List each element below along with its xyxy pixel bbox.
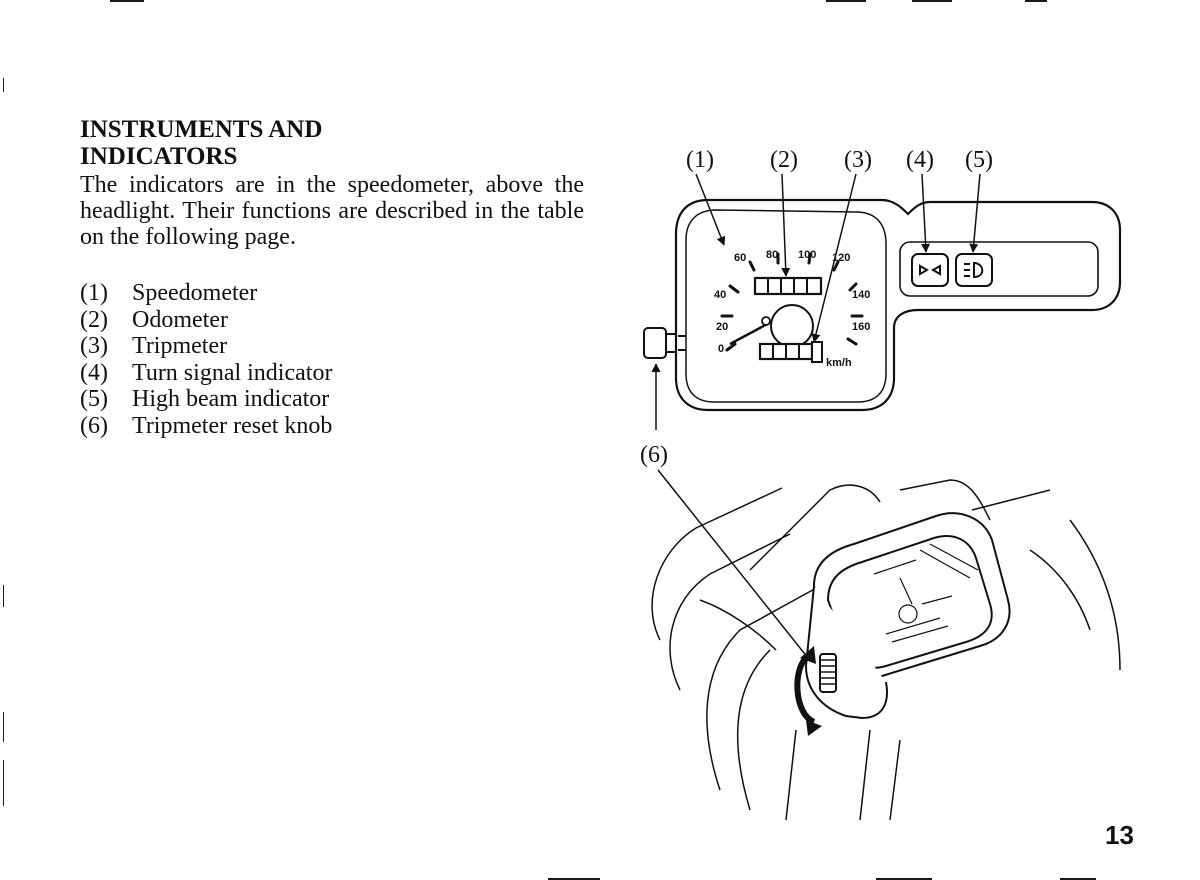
dial-unit: km/h bbox=[826, 357, 852, 369]
handlebar-view bbox=[651, 479, 1121, 820]
legend-list: (1) Speedometer (2) Odometer (3) Tripmeter … bbox=[80, 280, 332, 440]
callout-2: (2) bbox=[770, 147, 798, 173]
dial-mark-160: 160 bbox=[852, 321, 870, 333]
instrument-illustration: (1) (2) (3) (4) (5) (6) 0 20 bbox=[640, 147, 1122, 820]
section-title: INSTRUMENTS AND INDICATORS bbox=[80, 116, 322, 170]
legend-item: (3) Tripmeter bbox=[80, 333, 332, 360]
scan-mark bbox=[912, 0, 952, 2]
legend-number: (3) bbox=[80, 333, 108, 360]
scan-mark bbox=[1025, 0, 1047, 2]
dial-mark-120: 120 bbox=[832, 252, 850, 264]
reset-knob-closeup bbox=[794, 646, 837, 736]
legend-label: Odometer bbox=[132, 306, 228, 333]
scan-mark bbox=[3, 78, 4, 92]
scan-mark bbox=[3, 712, 4, 742]
legend-number: (2) bbox=[80, 306, 108, 333]
dial-mark-100: 100 bbox=[798, 249, 816, 261]
legend-number: (4) bbox=[80, 359, 108, 386]
tripmeter bbox=[758, 341, 823, 363]
legend-item: (6) Tripmeter reset knob bbox=[80, 413, 332, 440]
callout-5: (5) bbox=[965, 147, 993, 173]
callout-1: (1) bbox=[686, 147, 714, 173]
scan-mark bbox=[3, 760, 4, 806]
dial-mark-20: 20 bbox=[716, 321, 728, 333]
legend-number: (5) bbox=[80, 386, 108, 413]
speedometer-ticks bbox=[720, 252, 864, 352]
instrument-housing bbox=[674, 198, 1122, 412]
dial-mark-40: 40 bbox=[714, 289, 726, 301]
scan-mark bbox=[110, 0, 144, 2]
legend-item: (4) Turn signal indicator bbox=[80, 360, 332, 387]
rotation-arrow-icon bbox=[794, 653, 816, 725]
reset-knob bbox=[643, 327, 686, 359]
callout-6: (6) bbox=[640, 442, 668, 468]
legend-number: (6) bbox=[80, 412, 108, 439]
scan-mark bbox=[3, 585, 4, 607]
turn-signal-indicator bbox=[911, 253, 949, 287]
legend-label: Tripmeter reset knob bbox=[132, 412, 333, 439]
legend-label: Speedometer bbox=[132, 280, 258, 306]
high-beam-icon bbox=[964, 261, 984, 279]
callout-3: (3) bbox=[844, 147, 872, 173]
legend-label: Turn signal indicator bbox=[132, 359, 333, 386]
dial-mark-60: 60 bbox=[734, 252, 746, 264]
pod-glass-detail bbox=[873, 543, 979, 643]
needle-pivot bbox=[761, 316, 771, 326]
scan-mark bbox=[826, 0, 866, 2]
section-title-line2: INDICATORS bbox=[80, 143, 238, 170]
needle-hub bbox=[770, 304, 814, 348]
dial-mark-80: 80 bbox=[766, 249, 778, 261]
scan-mark bbox=[548, 878, 600, 880]
speedometer: 0 20 40 60 80 100 120 140 160 km/h bbox=[714, 249, 870, 369]
scan-mark bbox=[1060, 878, 1096, 880]
leader-lines bbox=[651, 173, 981, 679]
page-number: 13 bbox=[1105, 820, 1134, 850]
legend-item: (2) Odometer bbox=[80, 307, 332, 334]
legend-number: (1) bbox=[80, 280, 108, 306]
legend-item: (1) Speedometer bbox=[80, 280, 332, 307]
legend-item: (5) High beam indicator bbox=[80, 386, 332, 413]
section-title-line1: INSTRUMENTS AND bbox=[80, 116, 323, 143]
intro-paragraph: The indicators are in the speedometer, a… bbox=[80, 172, 584, 250]
dial-zero: 0 bbox=[718, 343, 724, 355]
speedometer-needle bbox=[729, 320, 772, 346]
odometer bbox=[753, 276, 823, 296]
indicator-window bbox=[899, 241, 1099, 297]
instrument-housing-inner bbox=[685, 209, 887, 403]
dial-mark-140: 140 bbox=[852, 289, 870, 301]
scan-mark bbox=[876, 878, 932, 880]
legend-label: High beam indicator bbox=[132, 386, 330, 413]
callout-4: (4) bbox=[906, 147, 934, 173]
legend-label: Tripmeter bbox=[132, 333, 228, 360]
turn-signal-icon bbox=[919, 264, 941, 276]
